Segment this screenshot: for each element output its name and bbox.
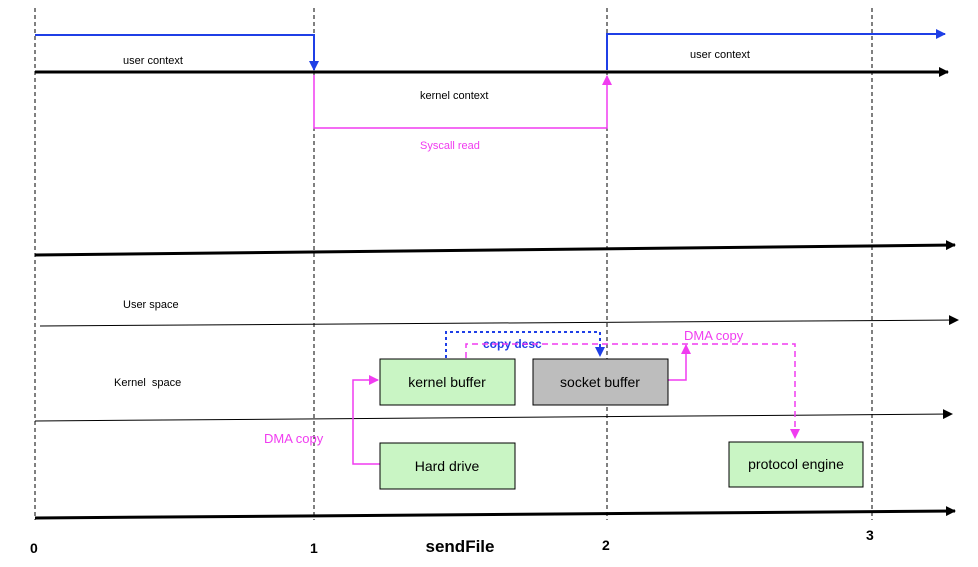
kernel-buffer-label: kernel buffer xyxy=(408,374,486,390)
tick-1: 1 xyxy=(310,540,318,556)
dma-copy-kernel-to-protocol-path xyxy=(465,343,800,439)
user-context-label-right: user context xyxy=(690,49,750,61)
separator-arrow xyxy=(34,240,956,257)
hard-drive-label: Hard drive xyxy=(415,458,480,474)
protocol-engine-label: protocol engine xyxy=(748,456,844,472)
tick-0: 0 xyxy=(30,540,38,556)
socket-buffer-label: socket buffer xyxy=(560,374,640,390)
dma-copy-disk-to-kernel-path xyxy=(352,375,380,465)
kernel-space-label: Kernel space xyxy=(114,377,181,389)
kernel-context-label: kernel context xyxy=(420,90,488,102)
user-space-boundary-arrow xyxy=(39,315,959,327)
syscall-read-label: Syscall read xyxy=(420,140,480,152)
kernel-buffer-box: kernel buffer xyxy=(379,358,516,406)
user-context-label-left: user context xyxy=(123,55,183,67)
user-context-line xyxy=(35,34,319,71)
copy-desc-path xyxy=(445,331,605,358)
hard-drive-box: Hard drive xyxy=(379,442,516,490)
diagram-title: sendFile xyxy=(426,537,495,556)
protocol-engine-box: protocol engine xyxy=(728,441,864,488)
user-space-label: User space xyxy=(123,299,179,311)
user-context-line-return xyxy=(606,29,946,70)
socket-to-dma-path xyxy=(668,344,691,381)
tick-3: 3 xyxy=(866,527,874,543)
tick-2: 2 xyxy=(602,537,610,553)
socket-buffer-box: socket buffer xyxy=(532,358,669,406)
bottom-timeline-arrow xyxy=(34,506,956,520)
kernel-space-boundary-arrow xyxy=(34,409,953,422)
syscall-path xyxy=(313,75,612,129)
dma-copy-right-label: DMA copy xyxy=(684,328,744,343)
dma-copy-left-label: DMA copy xyxy=(264,431,324,446)
